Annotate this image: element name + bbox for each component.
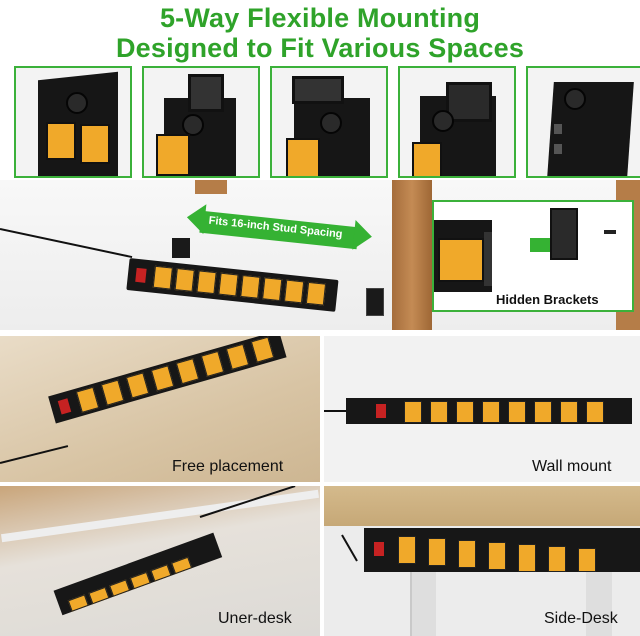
wall-stud-right: [392, 180, 432, 330]
desktop-surface: [324, 486, 640, 526]
hidden-brackets-inset: [432, 200, 634, 312]
headline-line-1: 5-Way Flexible Mounting: [159, 3, 481, 33]
headline-line-2: Designed to Fit Various Spaces: [115, 33, 525, 63]
power-strip-free: [48, 336, 287, 424]
bracket-detail-panel-3: [270, 66, 388, 178]
under-desk-photo: [0, 486, 320, 636]
mounting-bracket-right: [366, 288, 384, 316]
side-desk-photo: [324, 486, 640, 636]
caption-free-placement: Free placement: [172, 458, 284, 475]
caption-wall-mount: Wall mount: [532, 458, 612, 475]
caption-side-desk: Side-Desk: [544, 610, 618, 627]
hidden-brackets-label: Hidden Brackets: [496, 292, 599, 307]
free-placement-photo: [0, 336, 320, 482]
bracket-detail-panel-1: [14, 66, 132, 178]
power-strip-side-desk: [364, 528, 640, 572]
mounting-bracket-left: [172, 238, 190, 258]
bracket-detail-panel-5: [526, 66, 640, 178]
wall-mount-photo: [324, 336, 640, 482]
bracket-detail-panel-4: [398, 66, 516, 178]
power-strip-wall-mounted: [346, 398, 632, 424]
caption-under-desk: Uner-desk: [218, 610, 292, 627]
power-strip-under-desk: [53, 532, 223, 616]
bracket-detail-panel-2: [142, 66, 260, 178]
